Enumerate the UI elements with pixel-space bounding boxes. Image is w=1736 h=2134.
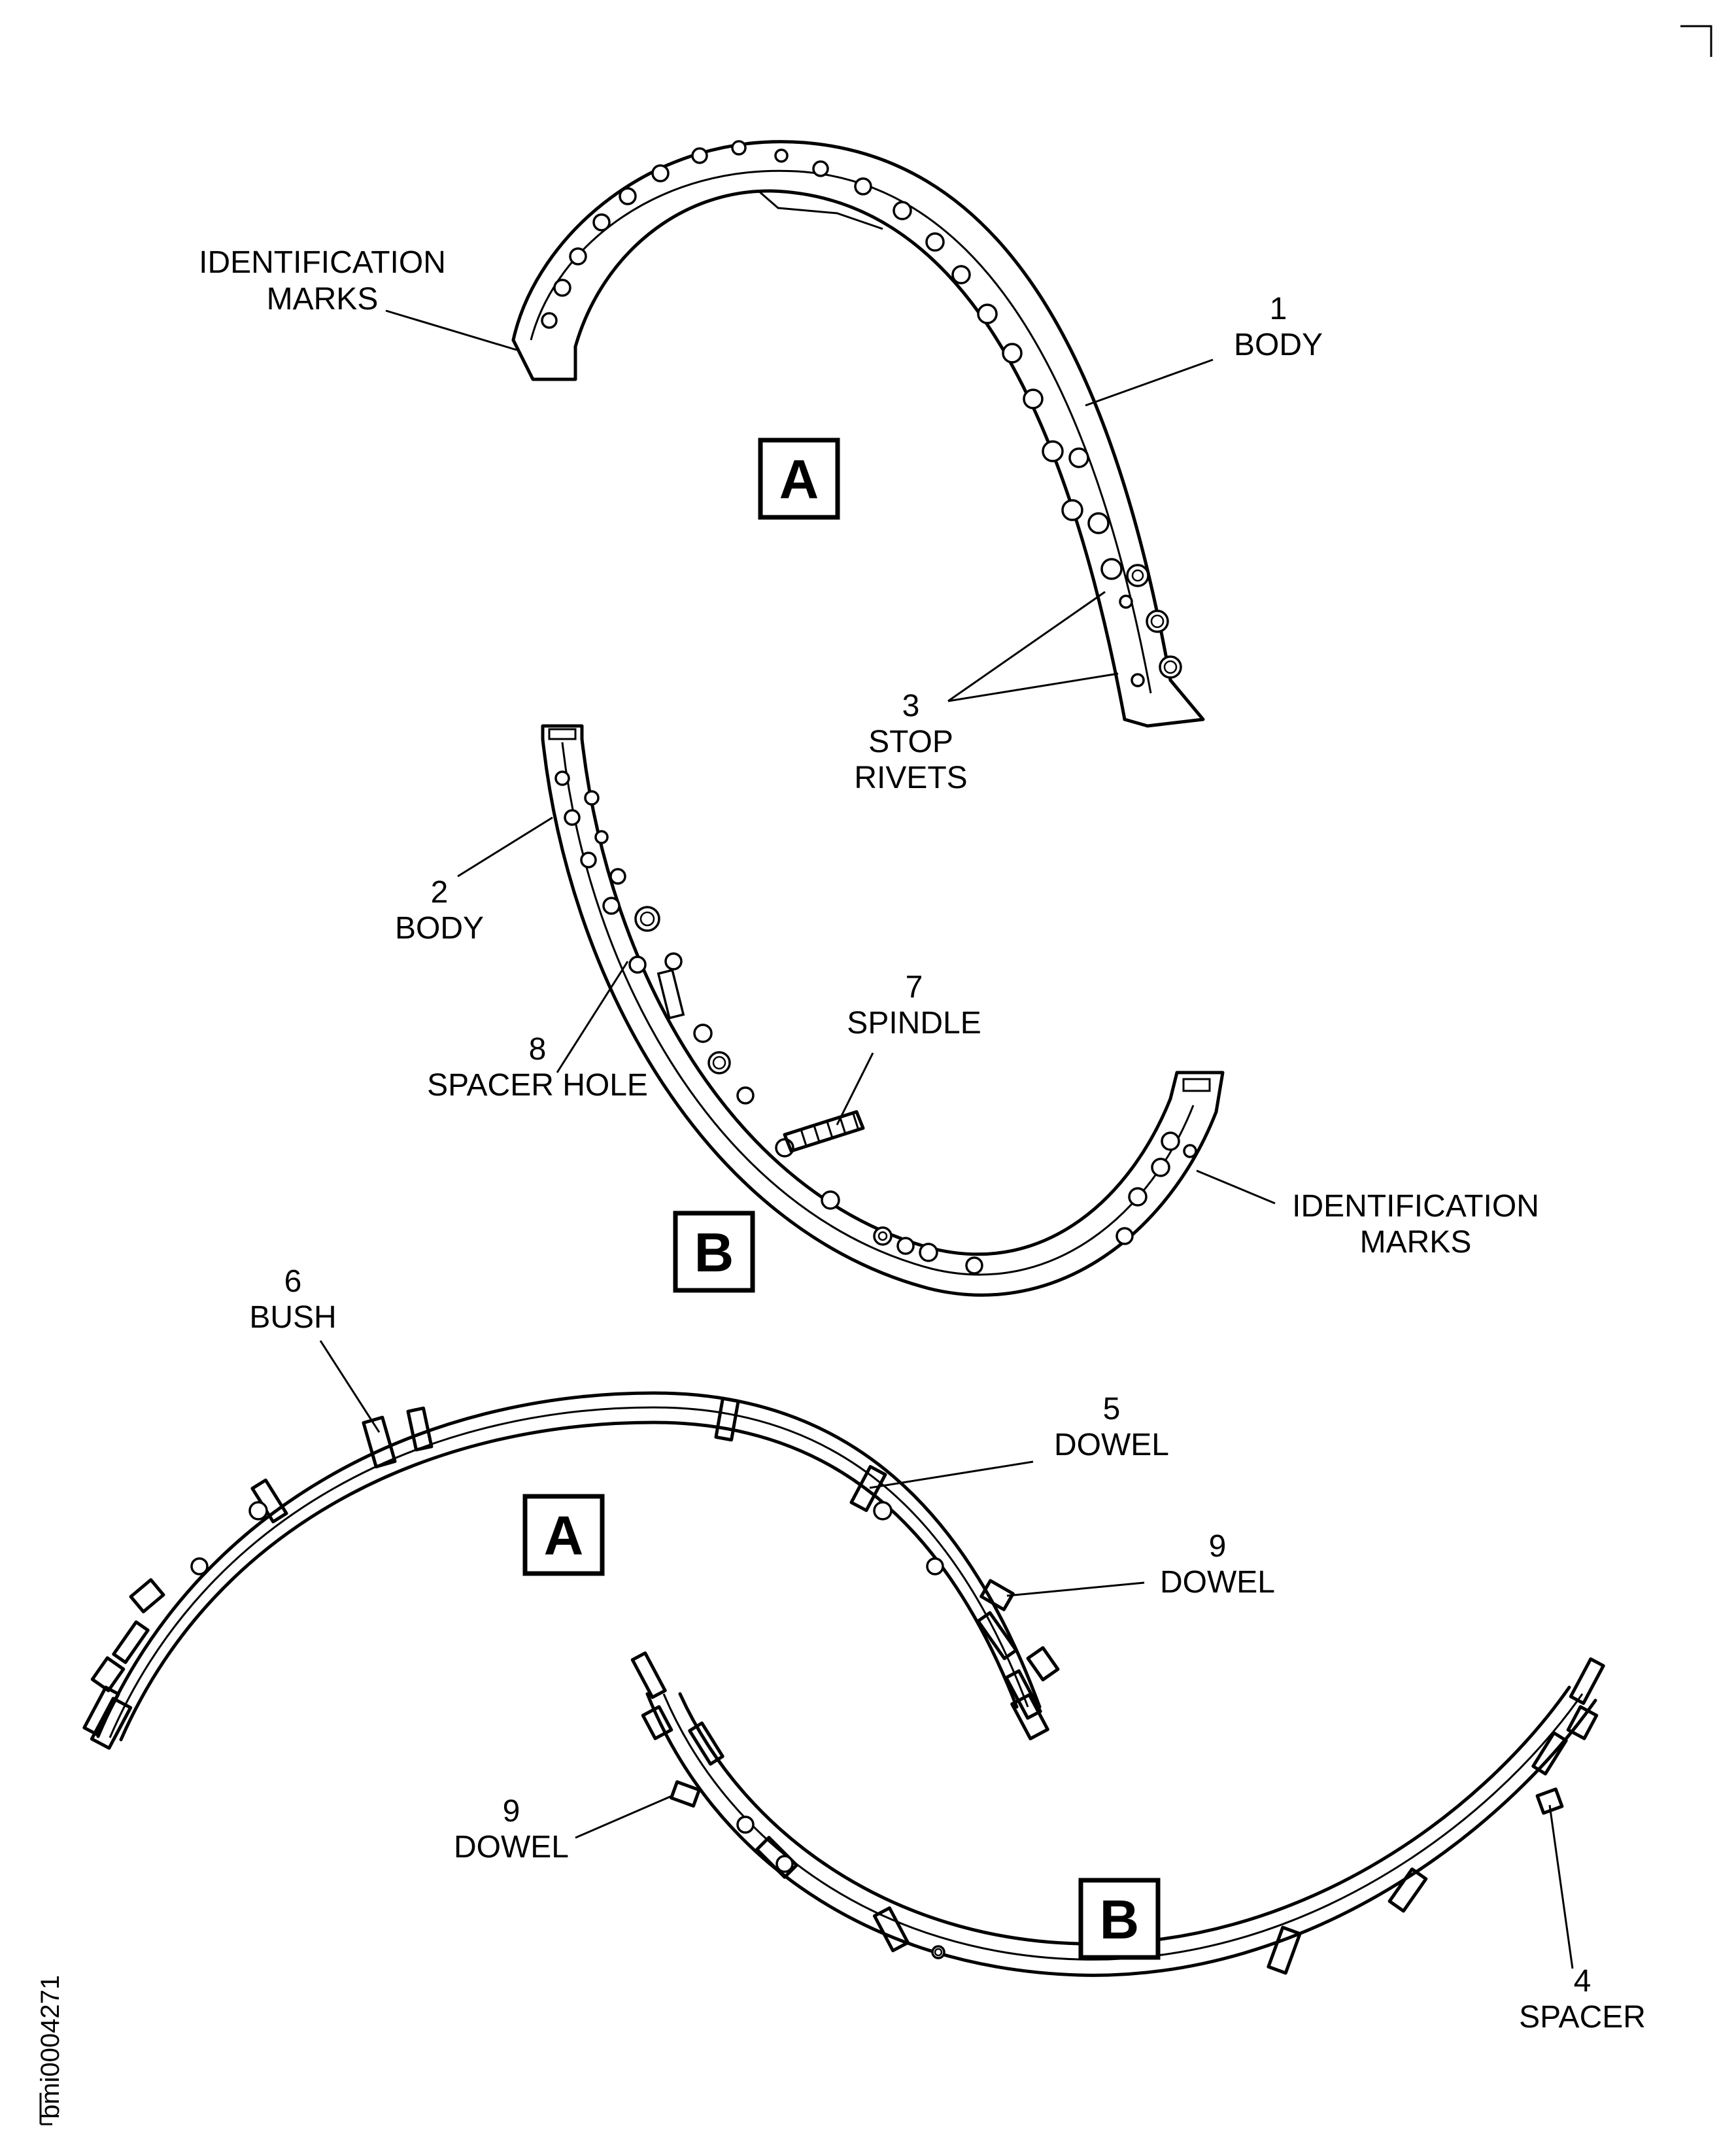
svg-text:STOP: STOP: [868, 725, 953, 759]
svg-text:2: 2: [431, 875, 449, 910]
svg-text:MARKS: MARKS: [1360, 1225, 1472, 1260]
svg-text:DOWEL: DOWEL: [1160, 1565, 1275, 1600]
svg-text:SPACER: SPACER: [1519, 2000, 1646, 2035]
spacer-assembly-a: [82, 1391, 1060, 1750]
label-spacer-hole-8: 8 SPACER HOLE: [427, 1032, 648, 1103]
label-identification-marks-b: IDENTIFICATION MARKS: [1292, 1189, 1539, 1260]
label-spindle-7: 7 SPINDLE: [847, 970, 981, 1041]
svg-text:BODY: BODY: [1234, 328, 1323, 362]
label-dowel-5: 5 DOWEL: [1054, 1392, 1169, 1462]
view-box-upper-b: B: [673, 1211, 755, 1293]
svg-text:RIVETS: RIVETS: [854, 761, 967, 795]
svg-text:6: 6: [284, 1264, 302, 1299]
svg-text:IDENTIFICATION: IDENTIFICATION: [199, 245, 446, 280]
body-2-ring-segment: [541, 724, 1225, 1297]
svg-text:A: A: [544, 1505, 584, 1566]
view-box-lower-a: A: [522, 1494, 605, 1576]
document-id: bmi0004271: [36, 1975, 65, 2125]
label-body-1: 1 BODY: [1234, 292, 1323, 362]
svg-text:5: 5: [1103, 1392, 1121, 1426]
svg-text:DOWEL: DOWEL: [454, 1830, 569, 1865]
corner-mark: [1680, 25, 1712, 57]
svg-text:SPINDLE: SPINDLE: [847, 1006, 981, 1041]
body-1-ring-segment: [511, 140, 1205, 728]
body-2-holes: [554, 770, 1197, 1275]
svg-text:4: 4: [1574, 1964, 1591, 1999]
svg-text:SPACER HOLE: SPACER HOLE: [427, 1068, 648, 1103]
label-body-2: 2 BODY: [395, 875, 484, 946]
label-stop-rivets-3: 3 STOP RIVETS: [854, 689, 967, 795]
svg-text:3: 3: [902, 689, 920, 723]
svg-text:9: 9: [1209, 1529, 1227, 1564]
spindle-7: [783, 1110, 865, 1153]
bush-6: [250, 1396, 887, 1524]
label-dowel-9-left: 9 DOWEL: [454, 1794, 569, 1865]
svg-text:bmi0004271: bmi0004271: [36, 1975, 65, 2119]
svg-text:7: 7: [906, 970, 923, 1005]
svg-text:MARKS: MARKS: [267, 282, 379, 317]
svg-text:9: 9: [503, 1794, 520, 1829]
body-1-holes: [541, 140, 1182, 687]
svg-text:IDENTIFICATION: IDENTIFICATION: [1292, 1189, 1539, 1224]
svg-text:8: 8: [529, 1032, 547, 1067]
view-box-upper-a: A: [758, 438, 840, 520]
label-dowel-9-right: 9 DOWEL: [1160, 1529, 1275, 1600]
svg-text:BUSH: BUSH: [249, 1300, 336, 1335]
svg-text:B: B: [694, 1222, 734, 1283]
svg-text:A: A: [779, 449, 819, 510]
view-box-lower-b: B: [1078, 1878, 1161, 1960]
svg-text:DOWEL: DOWEL: [1054, 1428, 1169, 1462]
svg-text:BODY: BODY: [395, 911, 484, 946]
label-bush-6: 6 BUSH: [249, 1264, 336, 1335]
label-identification-marks-a: IDENTIFICATION MARKS: [199, 245, 446, 317]
leader-lines: [319, 309, 1574, 1969]
label-spacer-4: 4 SPACER: [1519, 1964, 1646, 2035]
svg-text:1: 1: [1270, 292, 1287, 326]
svg-text:B: B: [1100, 1889, 1140, 1950]
